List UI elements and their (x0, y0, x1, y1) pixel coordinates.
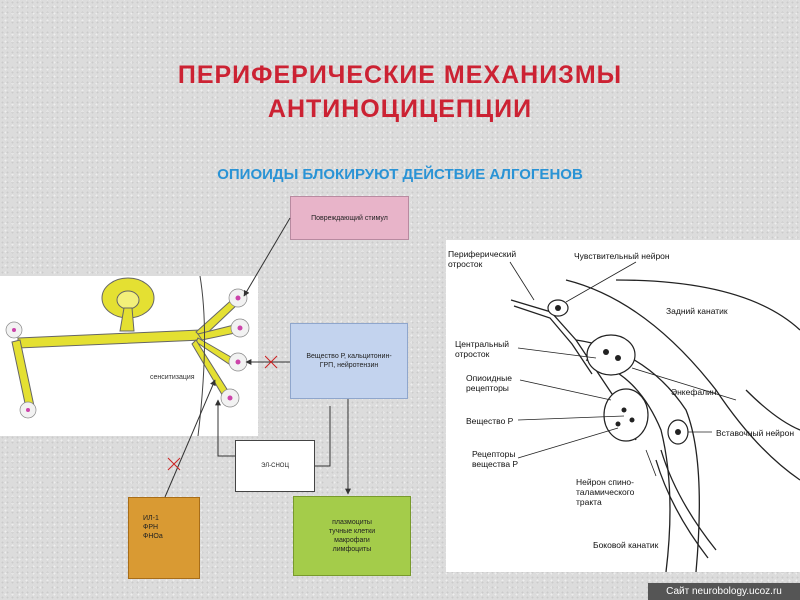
small-box-line (315, 406, 331, 467)
spinal-cord-drawing (509, 261, 800, 573)
interleukins-box: ИЛ-1 ФРН ФНОа (128, 497, 200, 579)
damaging-stimulus-box: Повреждающий стимул (290, 196, 409, 240)
label-opioid-receptors: Опиоидные рецепторы (466, 373, 512, 393)
spinal-cord-diagram-panel (446, 240, 800, 573)
neuron-diagram-panel (0, 275, 258, 437)
label-substance-p: Вещество Р (466, 416, 514, 426)
label-substance-p-receptors: Рецепторы вещества Р (472, 449, 519, 469)
immune-cells-box: плазмоциты тучные клетки макрофаги лимфо… (293, 496, 411, 576)
label-central-process: Центральный отросток (455, 339, 509, 359)
label-lateral-funiculus: Боковой канатик (593, 540, 659, 550)
sensitization-label: сенситизация (150, 374, 195, 381)
label-peripheral-process: Периферический отросток (448, 249, 517, 269)
substance-p-box: Вещество Р, кальцитонин-ГРП, нейротензин (290, 323, 408, 399)
slide-title: ПЕРИФЕРИЧЕСКИЕ МЕХАНИЗМЫ АНТИНОЦИЦЕПЦИИ (177, 61, 623, 123)
label-sensory-neuron: Чувствительный нейрон (574, 251, 670, 261)
label-interneuron: Вставочный нейрон (716, 428, 795, 438)
sensory-neuron-drawing (5, 275, 250, 437)
small-label-box: ЭЛ-СНОЦ (235, 440, 315, 492)
label-enkephalin: Энкефалин (671, 387, 717, 397)
block-cross-icon (167, 457, 181, 471)
block-cross-icon (264, 355, 278, 369)
slide-subtitle: ОПИОИДЫ БЛОКИРУЮТ ДЕЙСТВИЕ АЛГОГЕНОВ (217, 166, 583, 183)
label-dorsal-funiculus: Задний канатик (666, 306, 728, 316)
site-badge: Сайт neurobology.ucoz.ru (648, 583, 800, 600)
label-spinothalamic-neuron: Нейрон спино- таламического тракта (576, 477, 635, 507)
